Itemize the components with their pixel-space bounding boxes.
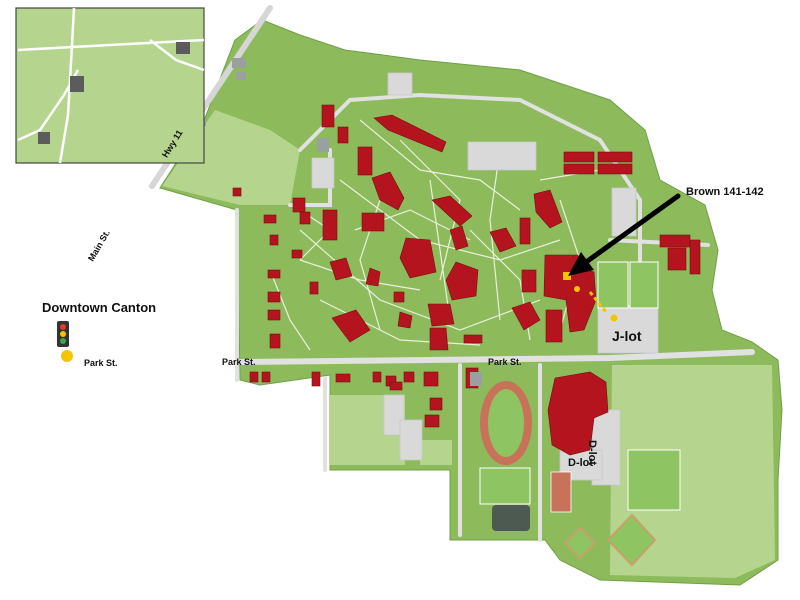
traffic-light-icon xyxy=(57,321,69,347)
inner-loop-road xyxy=(298,92,642,262)
brown-arrow xyxy=(579,193,681,268)
d-lot-complex xyxy=(547,371,609,456)
park-st-road xyxy=(237,349,755,365)
softball-diamond xyxy=(563,526,597,560)
d-lot-bottom-label: D-lot xyxy=(568,457,594,469)
arrowhead-icon xyxy=(568,252,594,276)
walk-dot-1 xyxy=(574,286,580,292)
practice-field xyxy=(479,467,531,505)
park-st-label-left: Park St. xyxy=(222,357,256,367)
j-lot-label: J-lot xyxy=(612,328,642,344)
covered-stadium xyxy=(492,505,530,531)
track-infield xyxy=(488,389,524,457)
park-st-label-mid: Park St. xyxy=(488,357,522,367)
buildings xyxy=(232,104,701,456)
north-lot xyxy=(467,141,537,171)
soccer-field-2 xyxy=(629,261,659,309)
walk-route xyxy=(588,291,608,313)
tennis-courts xyxy=(550,471,572,513)
baseball-diamond xyxy=(606,513,657,567)
athletic-fields xyxy=(479,261,681,567)
downtown-canton-label: Downtown Canton xyxy=(42,300,157,315)
south-field xyxy=(420,440,452,465)
inset-buildings xyxy=(38,42,190,144)
football-field xyxy=(627,449,681,511)
j-lot-area xyxy=(597,304,659,354)
top-small-lot xyxy=(387,72,413,96)
walk-dot-2 xyxy=(610,314,618,322)
northwest-lot xyxy=(311,157,335,189)
soccer-field-1 xyxy=(597,261,629,309)
southwest-lot xyxy=(383,394,405,436)
south-lot xyxy=(399,419,423,461)
southeast-field xyxy=(610,365,775,578)
brown-label: Brown 141-142 xyxy=(686,186,764,198)
park-st-legend-label: Park St. xyxy=(84,358,118,368)
brown-hall-marker xyxy=(563,272,571,280)
west-field xyxy=(162,110,300,205)
yellow-dot-icon xyxy=(61,350,73,362)
parking-lots xyxy=(311,72,659,486)
